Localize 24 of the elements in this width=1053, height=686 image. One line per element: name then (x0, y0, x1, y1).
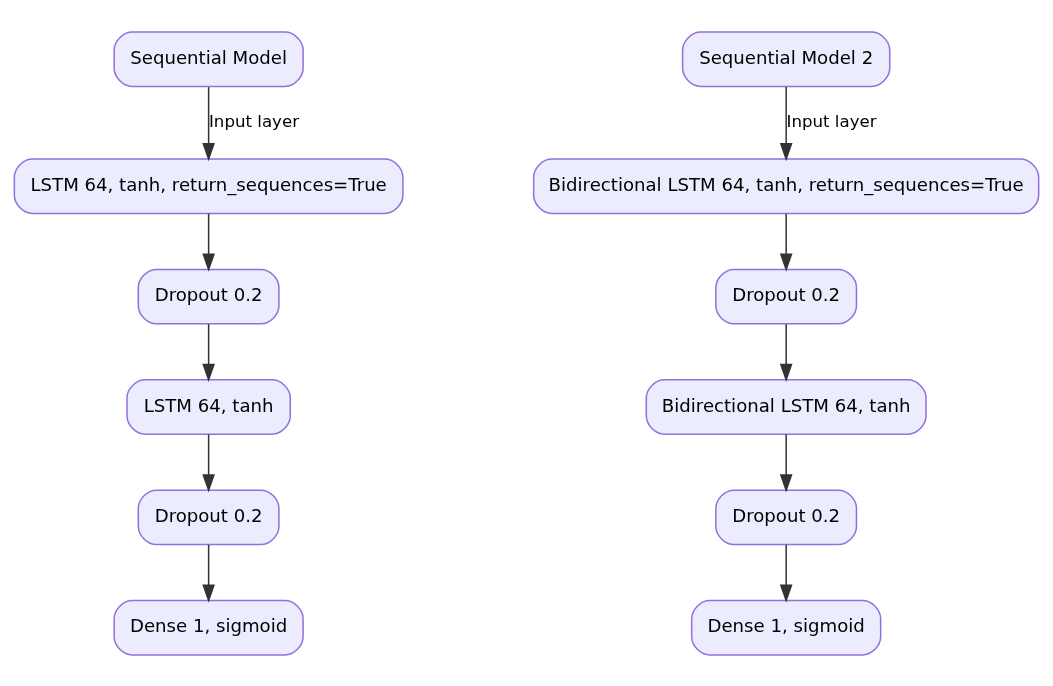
node-box: Dense 1, sigmoid (113, 599, 304, 656)
arrow (779, 212, 793, 272)
node-box: Bidirectional LSTM 64, tanh (645, 378, 927, 435)
arrow (202, 322, 215, 382)
arrow (779, 85, 793, 161)
arrow (779, 322, 793, 382)
arrow (202, 543, 215, 603)
node-box: Dropout 0.2 (715, 488, 858, 545)
arrow (779, 543, 793, 603)
edge-label: Input layer (786, 111, 877, 131)
node-box: LSTM 64, tanh, return_sequences=True (13, 157, 404, 214)
arrow (202, 85, 215, 161)
node-box: Dense 1, sigmoid (690, 599, 882, 656)
node-box: Sequential Model (113, 30, 304, 87)
arrow (779, 433, 793, 492)
node-box: Sequential Model 2 (681, 30, 891, 87)
arrow (202, 212, 215, 272)
node-box: LSTM 64, tanh (126, 378, 291, 435)
node-box: Dropout 0.2 (137, 268, 280, 325)
node-box: Bidirectional LSTM 64, tanh, return_sequences=True (532, 157, 1040, 214)
node-box: Dropout 0.2 (137, 488, 280, 545)
arrow (202, 433, 215, 492)
node-box: Dropout 0.2 (715, 268, 858, 325)
edge-label: Input layer (208, 111, 299, 131)
